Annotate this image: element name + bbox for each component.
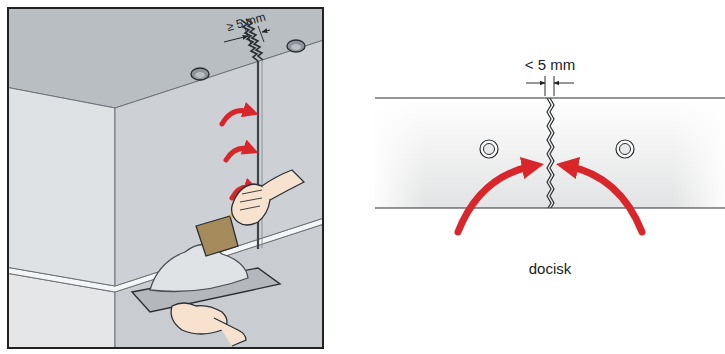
dimension-arrow [526, 83, 545, 84]
grip-hole [291, 44, 301, 50]
hand [171, 303, 227, 334]
dimension-arrow [262, 30, 270, 32]
grip-hole [620, 144, 631, 155]
panel-frame [8, 8, 323, 348]
grip-hole [616, 140, 634, 158]
dimension-label: < 5 mm [525, 57, 575, 72]
dimension-tick [545, 76, 554, 96]
block-end [9, 86, 115, 286]
grip-hole [191, 68, 209, 80]
action-label: docisk [529, 261, 572, 276]
grip-hole [480, 140, 498, 158]
arm [214, 318, 246, 346]
block-band-fade [375, 98, 725, 208]
dimension-arrow [224, 36, 248, 42]
top-view-illustration [375, 76, 725, 232]
red-arrow [226, 148, 251, 160]
grip-hole [195, 72, 205, 78]
block-band [375, 98, 725, 208]
head-joint [262, 60, 263, 248]
dimension-label: ≥ 5 mm [225, 11, 267, 34]
finger-lines [240, 190, 262, 210]
arm [262, 170, 304, 200]
red-arrow [222, 111, 251, 125]
block-edge [375, 98, 725, 208]
red-arrow [567, 166, 642, 232]
mortar-heap [150, 244, 248, 291]
red-arrow [458, 166, 533, 232]
block-side [115, 38, 322, 286]
grip-hole [484, 144, 495, 155]
pointing-trowel [196, 216, 238, 256]
hand [232, 184, 270, 225]
wall-illustration [0, 0, 330, 354]
svg-part [9, 9, 322, 347]
joint-zigzag [550, 98, 554, 208]
grip-hole [287, 40, 305, 52]
dimension-tick [245, 26, 264, 44]
dimension-arrow [554, 83, 574, 84]
